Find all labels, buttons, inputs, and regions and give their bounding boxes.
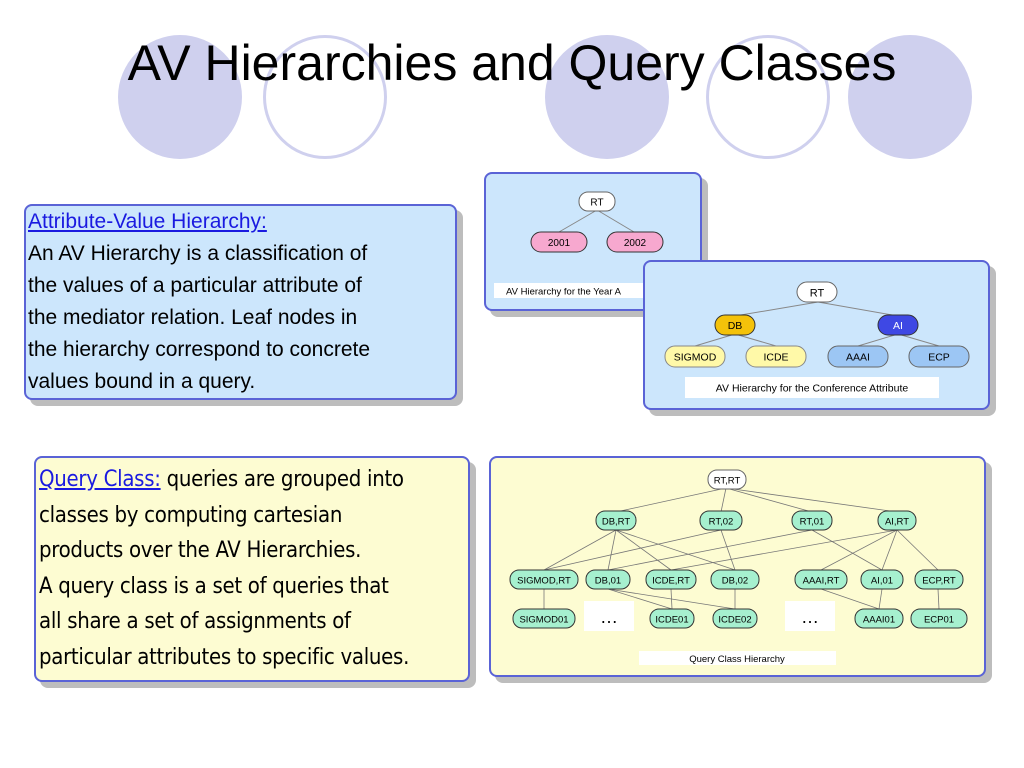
qc-node-rt-01-label: RT,01 [800, 517, 825, 528]
qc-node-icde01 [649, 608, 695, 629]
qc-node-ai-rt-label: AI,RT [885, 517, 909, 528]
year-node-2001 [530, 231, 588, 253]
qc-node-sigmod-rt [509, 569, 579, 590]
conf-node-ecp [908, 345, 970, 368]
conference-diagram: RT DB AI SIGMOD ICDE AAAI ECP AV Hierarc… [664, 281, 970, 398]
conf-node-ecp-label: ECP [928, 352, 950, 364]
qc-node-aaai01-label: AAAI01 [863, 615, 895, 626]
qc-node-ecp01 [910, 608, 968, 629]
conf-node-db-label: DB [728, 320, 743, 332]
qc-node-db-02-label: DB,02 [722, 576, 748, 587]
conf-caption-box [685, 377, 939, 398]
year-node-2002-label: 2002 [624, 238, 647, 249]
qc-node-icde02-label: ICDE02 [718, 615, 751, 626]
qc-node-icde01-label: ICDE01 [655, 615, 688, 626]
conf-node-db [714, 314, 756, 336]
qc-node-icde-rt-label: ICDE,RT [652, 576, 690, 587]
qc-node-ecp01-label: ECP01 [924, 615, 954, 626]
query-class-body: classes by computing cartesian products … [39, 502, 410, 670]
qc-node-db-rt-label: DB,RT [602, 517, 631, 528]
qc-node-ecp-rt-label: ECP,RT [922, 576, 956, 587]
conf-node-icde-label: ICDE [763, 352, 788, 364]
qc-node-ai-01 [860, 569, 904, 590]
av-hierarchy-panel [24, 204, 457, 400]
qc-root-node [707, 469, 747, 490]
slide-title: AV Hierarchies and Query Classes [127, 35, 897, 91]
qc-node-sigmod01 [512, 608, 576, 629]
year-node-2002 [606, 231, 664, 253]
av-hierarchy-body: An AV Hierarchy is a classification of t… [28, 242, 371, 393]
qc-node-aaai-rt [794, 569, 848, 590]
query-class-heading[interactable]: Query Class: [39, 467, 161, 492]
qc-node-ecp-rt [914, 569, 964, 590]
qc-ellipsis-box-2 [785, 601, 835, 631]
decor-circle-2 [263, 35, 387, 159]
qc-node-rt-02 [699, 510, 743, 531]
qc-node-db-01-label: DB,01 [595, 576, 621, 587]
query-class-intro: queries are grouped into [160, 467, 404, 492]
qc-ellipsis-2: … [801, 607, 819, 627]
conf-node-sigmod [664, 345, 726, 368]
query-class-text: Query Class: queries are grouped into cl… [39, 462, 469, 675]
conf-node-icde [745, 345, 807, 368]
qc-node-aaai-rt-label: AAAI,RT [803, 576, 840, 587]
conf-caption: AV Hierarchy for the Conference Attribut… [716, 383, 909, 395]
conf-root-label: RT [810, 288, 825, 300]
qc-node-aaai01 [854, 608, 904, 629]
query-diagram-panel [489, 456, 986, 677]
conf-root-node [796, 281, 838, 303]
qc-ellipsis-box-1 [584, 601, 634, 631]
year-root-label: RT [590, 198, 603, 209]
conf-node-ai-label: AI [893, 320, 903, 332]
qc-node-rt-01 [791, 510, 833, 531]
av-hierarchy-text: Attribute-Value Hierarchy: An AV Hierarc… [28, 206, 458, 398]
conf-node-sigmod-label: SIGMOD [674, 352, 717, 364]
qc-node-sigmod-rt-label: SIGMOD,RT [517, 576, 571, 587]
av-hierarchy-heading[interactable]: Attribute-Value Hierarchy: [28, 210, 267, 233]
decor-circle-3 [545, 35, 669, 159]
decor-circle-5 [848, 35, 972, 159]
query-diagram: RT,RT DB,RT RT,02 RT,01 AI,RT SIGMOD,RT … [509, 469, 968, 665]
qc-node-rt-02-label: RT,02 [709, 517, 734, 528]
decor-circle-4 [706, 35, 830, 159]
qc-node-db-02 [710, 569, 760, 590]
qc-node-ai-rt [877, 510, 917, 531]
conf-node-ai [877, 314, 919, 336]
conf-node-aaai-label: AAAI [846, 352, 870, 364]
decor-circle-1 [118, 35, 242, 159]
qc-caption-box [639, 651, 836, 665]
qc-caption: Query Class Hierarchy [689, 654, 785, 665]
qc-node-ai-01-label: AI,01 [871, 576, 893, 587]
year-node-2001-label: 2001 [548, 238, 571, 249]
qc-node-icde-rt [645, 569, 697, 590]
qc-ellipsis-1: … [600, 607, 618, 627]
conf-node-aaai [827, 345, 889, 368]
year-caption: AV Hierarchy for the Year A [506, 287, 622, 298]
year-root-node [578, 191, 616, 212]
qc-node-db-rt [595, 510, 637, 531]
qc-node-icde02 [712, 608, 758, 629]
qc-node-sigmod01-label: SIGMOD01 [519, 615, 568, 626]
qc-node-db-01 [585, 569, 631, 590]
query-class-panel [34, 456, 470, 682]
qc-root-label: RT,RT [714, 476, 741, 487]
